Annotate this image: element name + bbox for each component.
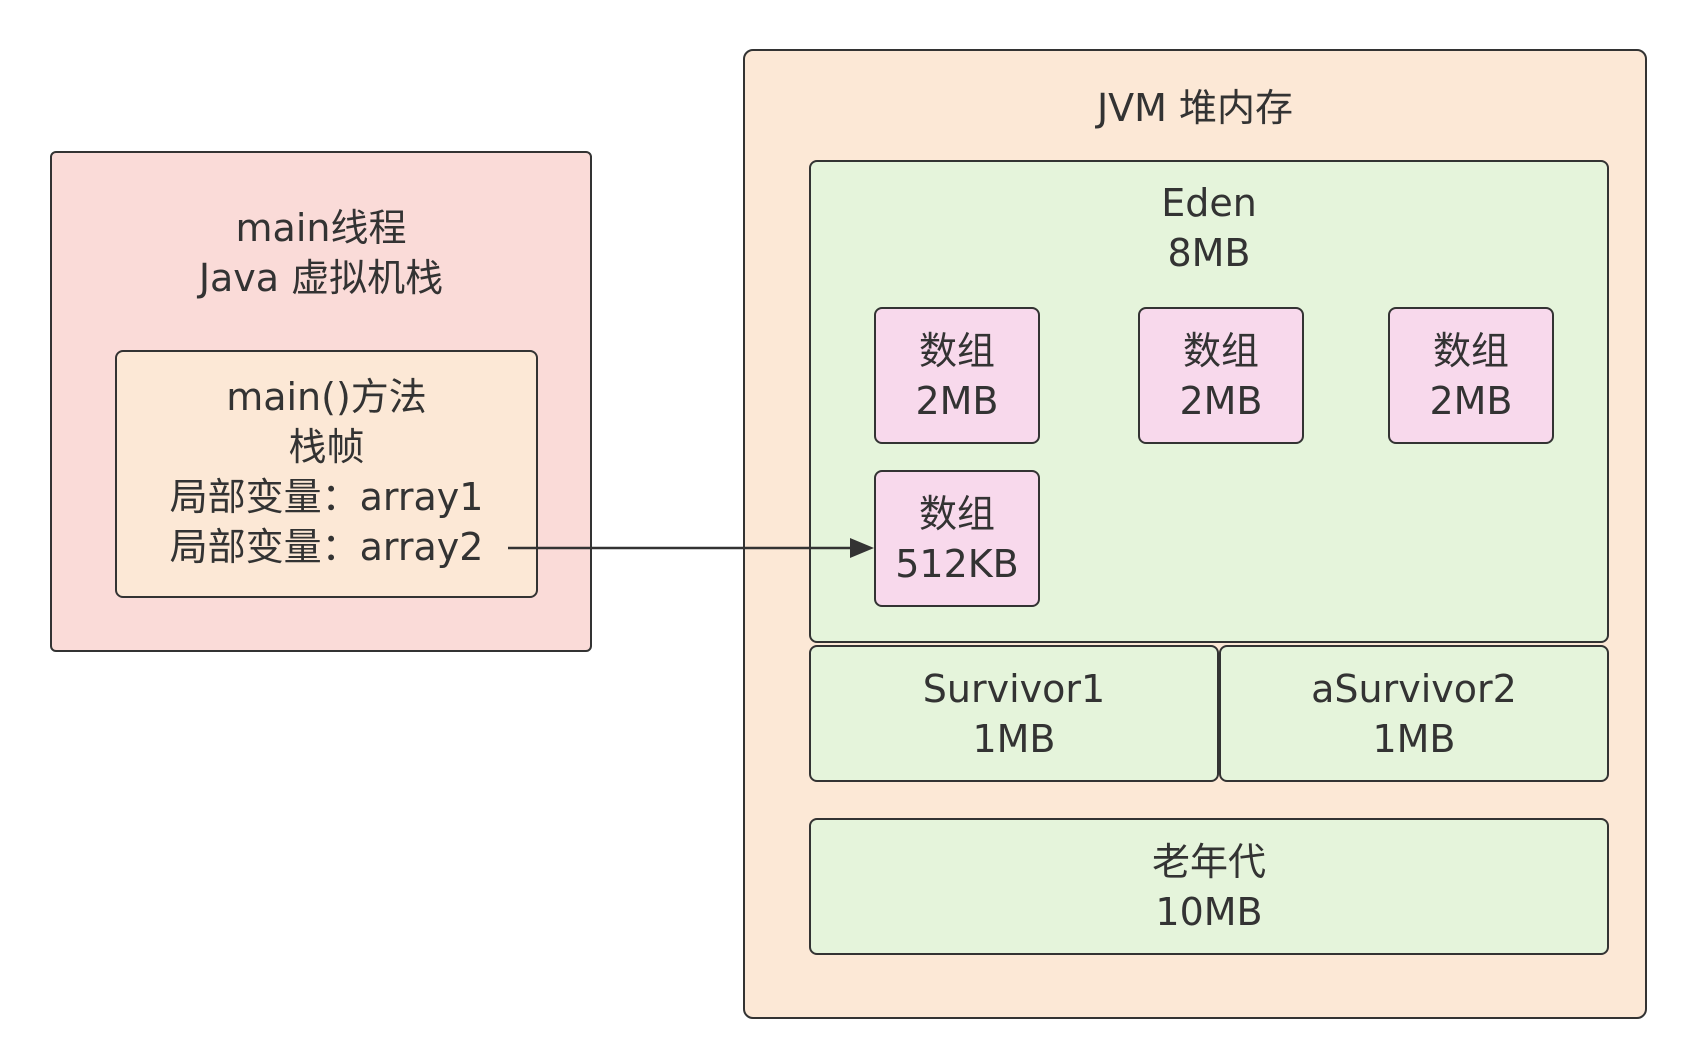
array-name: 数组	[1432, 328, 1509, 373]
survivor1-region: Survivor1 1MB	[809, 645, 1219, 782]
eden-size: 8MB	[1167, 231, 1251, 275]
array-size: 2MB	[1429, 378, 1513, 423]
heap-title: JVM 堆内存	[1096, 86, 1294, 130]
array2-reference-arrowhead	[850, 538, 874, 558]
array-name: 数组	[918, 491, 995, 536]
thread-subtitle: Java 虚拟机栈	[198, 256, 444, 300]
thread-title: main线程	[235, 206, 407, 250]
frame-method: main()方法	[226, 375, 427, 419]
survivor1-size: 1MB	[972, 716, 1056, 761]
thread-label: main线程 Java 虚拟机栈	[52, 203, 590, 303]
array-size: 2MB	[1179, 378, 1263, 423]
eden-name: Eden	[1161, 181, 1257, 225]
array-size: 512KB	[895, 541, 1019, 586]
array-name: 数组	[1182, 328, 1259, 373]
array-name: 数组	[918, 328, 995, 373]
array-block: 数组 2MB	[874, 307, 1040, 444]
array-block-512kb: 数组 512KB	[874, 470, 1040, 607]
survivor1-name: Survivor1	[922, 666, 1106, 711]
main-method-stack-frame: main()方法 栈帧 局部变量：array1 局部变量：array2	[115, 350, 538, 598]
survivor2-region: aSurvivor2 1MB	[1219, 645, 1609, 782]
local-variable-array2: 局部变量：array2	[169, 525, 484, 569]
frame-label-text: 栈帧	[288, 425, 365, 469]
eden-label: Eden 8MB	[811, 178, 1607, 278]
old-generation-region: 老年代 10MB	[809, 818, 1609, 955]
local-variable-array1: 局部变量：array1	[169, 475, 484, 519]
array-size: 2MB	[915, 378, 999, 423]
survivor2-name: aSurvivor2	[1311, 666, 1517, 711]
old-gen-size: 10MB	[1155, 889, 1263, 934]
array-block: 数组 2MB	[1138, 307, 1304, 444]
frame-label: main()方法 栈帧 局部变量：array1 局部变量：array2	[117, 372, 536, 572]
survivor2-size: 1MB	[1372, 716, 1456, 761]
old-gen-name: 老年代	[1151, 839, 1266, 884]
array-block: 数组 2MB	[1388, 307, 1554, 444]
